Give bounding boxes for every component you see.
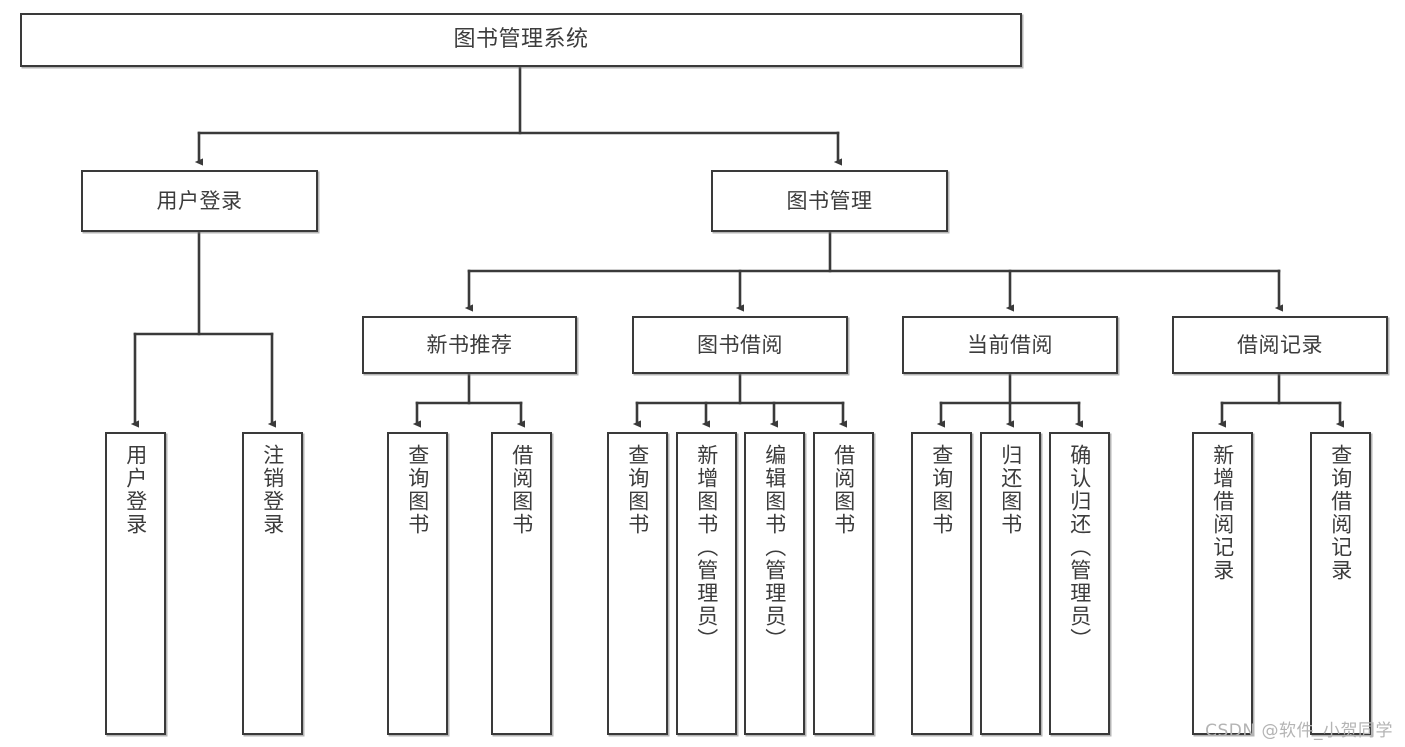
leaf-borrow-add-book[interactable]: 新增图书（管理员）: [676, 432, 737, 735]
node-current-borrow[interactable]: 当前借阅: [902, 316, 1118, 374]
node-label: 新书推荐: [426, 332, 513, 357]
node-label: 用户登录: [123, 444, 148, 536]
edge-new-book-rec-to-leaves: [412, 372, 526, 428]
leaf-recommend-borrow-book[interactable]: 借阅图书: [491, 432, 552, 735]
node-label: 图书管理系统: [453, 27, 589, 53]
node-label: 借阅图书: [831, 444, 856, 536]
watermark-text: CSDN @软件_小贺同学: [1205, 721, 1393, 741]
node-label: 归还图书: [998, 444, 1023, 536]
leaf-current-confirm-return[interactable]: 确认归还（管理员）: [1049, 432, 1110, 735]
leaf-borrow-query-book[interactable]: 查询图书: [607, 432, 668, 735]
node-label: 注销登录: [260, 444, 285, 536]
leaf-user-logout[interactable]: 注销登录: [242, 432, 303, 735]
node-label: 查询图书: [929, 444, 954, 536]
node-borrow-record[interactable]: 借阅记录: [1172, 316, 1388, 374]
node-new-book-recommend[interactable]: 新书推荐: [362, 316, 577, 374]
node-label: 图书借阅: [697, 332, 783, 357]
node-book-borrow[interactable]: 图书借阅: [632, 316, 848, 374]
node-label: 用户登录: [156, 188, 243, 213]
node-user-login[interactable]: 用户登录: [81, 170, 318, 232]
node-label: 当前借阅: [967, 332, 1053, 357]
edge-root-to-level2: [194, 65, 843, 166]
node-label: 编辑图书（管理员）: [762, 444, 787, 651]
edge-current-borrow-to-leaves: [936, 372, 1084, 428]
leaf-current-return-book[interactable]: 归还图书: [980, 432, 1041, 735]
node-label: 确认归还（管理员）: [1067, 444, 1092, 651]
edge-borrow-record-to-leaves: [1217, 372, 1345, 428]
leaf-record-query-record[interactable]: 查询借阅记录: [1310, 432, 1371, 735]
node-label: 图书管理: [786, 188, 873, 213]
node-label: 查询图书: [405, 444, 430, 536]
node-label: 查询借阅记录: [1328, 444, 1353, 582]
node-root-system[interactable]: 图书管理系统: [20, 13, 1022, 67]
edge-book-manage-to-level3: [464, 230, 1284, 312]
leaf-recommend-query-book[interactable]: 查询图书: [387, 432, 448, 735]
leaf-current-query-book[interactable]: 查询图书: [911, 432, 972, 735]
node-label: 新增借阅记录: [1210, 444, 1235, 582]
node-label: 新增图书（管理员）: [694, 444, 719, 651]
leaf-borrow-borrow-book[interactable]: 借阅图书: [813, 432, 874, 735]
leaf-record-add-record[interactable]: 新增借阅记录: [1192, 432, 1253, 735]
node-book-manage[interactable]: 图书管理: [711, 170, 948, 232]
edge-book-borrow-to-leaves: [632, 372, 848, 428]
leaf-user-login[interactable]: 用户登录: [105, 432, 166, 735]
edge-user-login-to-leaves: [130, 230, 277, 428]
node-label: 查询图书: [625, 444, 650, 536]
node-label: 借阅图书: [509, 444, 534, 536]
node-label: 借阅记录: [1237, 332, 1323, 357]
leaf-borrow-edit-book[interactable]: 编辑图书（管理员）: [744, 432, 805, 735]
